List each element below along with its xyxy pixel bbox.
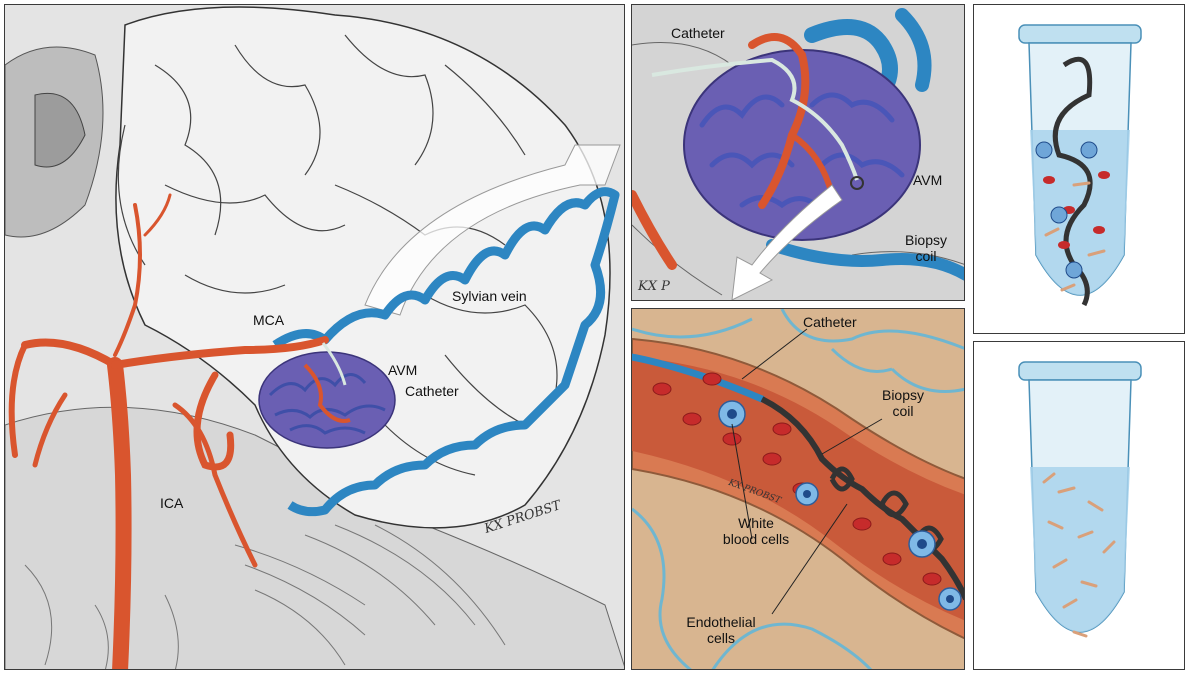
vessel-closeup-panel: Catheter Biopsy coil White blood cells E…	[631, 308, 965, 670]
avm-catheter-label: Catheter	[671, 25, 725, 41]
sylvian-vein-label: Sylvian vein	[452, 288, 527, 304]
white-blood-cells-line2: blood cells	[722, 531, 790, 547]
sample-tube-cells	[1018, 361, 1142, 638]
avm-label: AVM	[388, 362, 418, 378]
endothelial-cells-line2: cells	[706, 630, 735, 646]
avm-biopsy-coil-label: Biopsy coil	[896, 232, 956, 264]
endothelial-cells-label: Endothelial cells	[666, 614, 776, 646]
ica-label: ICA	[160, 495, 184, 511]
sample-tube-cells-panel	[973, 341, 1185, 670]
avm-closeup-panel: Catheter AVM Biopsy coil KX P	[631, 4, 965, 301]
vessel-catheter-label: Catheter	[803, 314, 857, 330]
avm-artist-signature: KX P	[638, 279, 670, 294]
vessel-biopsy-coil-line1: Biopsy	[881, 387, 925, 403]
sample-tube-with-coil	[1018, 24, 1142, 307]
brain-illustration	[5, 5, 624, 669]
sample-tube-with-coil-panel	[973, 4, 1185, 334]
white-blood-cells-label: White blood cells	[701, 515, 811, 547]
catheter-label: Catheter	[405, 383, 459, 399]
endothelial-cells-line1: Endothelial	[686, 614, 756, 630]
brain-illustration-panel: Sylvian vein MCA AVM Catheter ICA KX PRO…	[4, 4, 625, 670]
avm-closeup-illustration	[632, 5, 964, 300]
mca-label: MCA	[253, 312, 285, 328]
avm-avm-label: AVM	[913, 172, 943, 188]
vessel-biopsy-coil-label: Biopsy coil	[868, 387, 938, 419]
avm-biopsy-coil-line1: Biopsy	[904, 232, 948, 248]
white-blood-cells-line1: White	[738, 515, 774, 531]
vessel-biopsy-coil-line2: coil	[892, 403, 914, 419]
avm-biopsy-coil-line2: coil	[915, 248, 937, 264]
vessel-closeup-illustration	[632, 309, 964, 669]
